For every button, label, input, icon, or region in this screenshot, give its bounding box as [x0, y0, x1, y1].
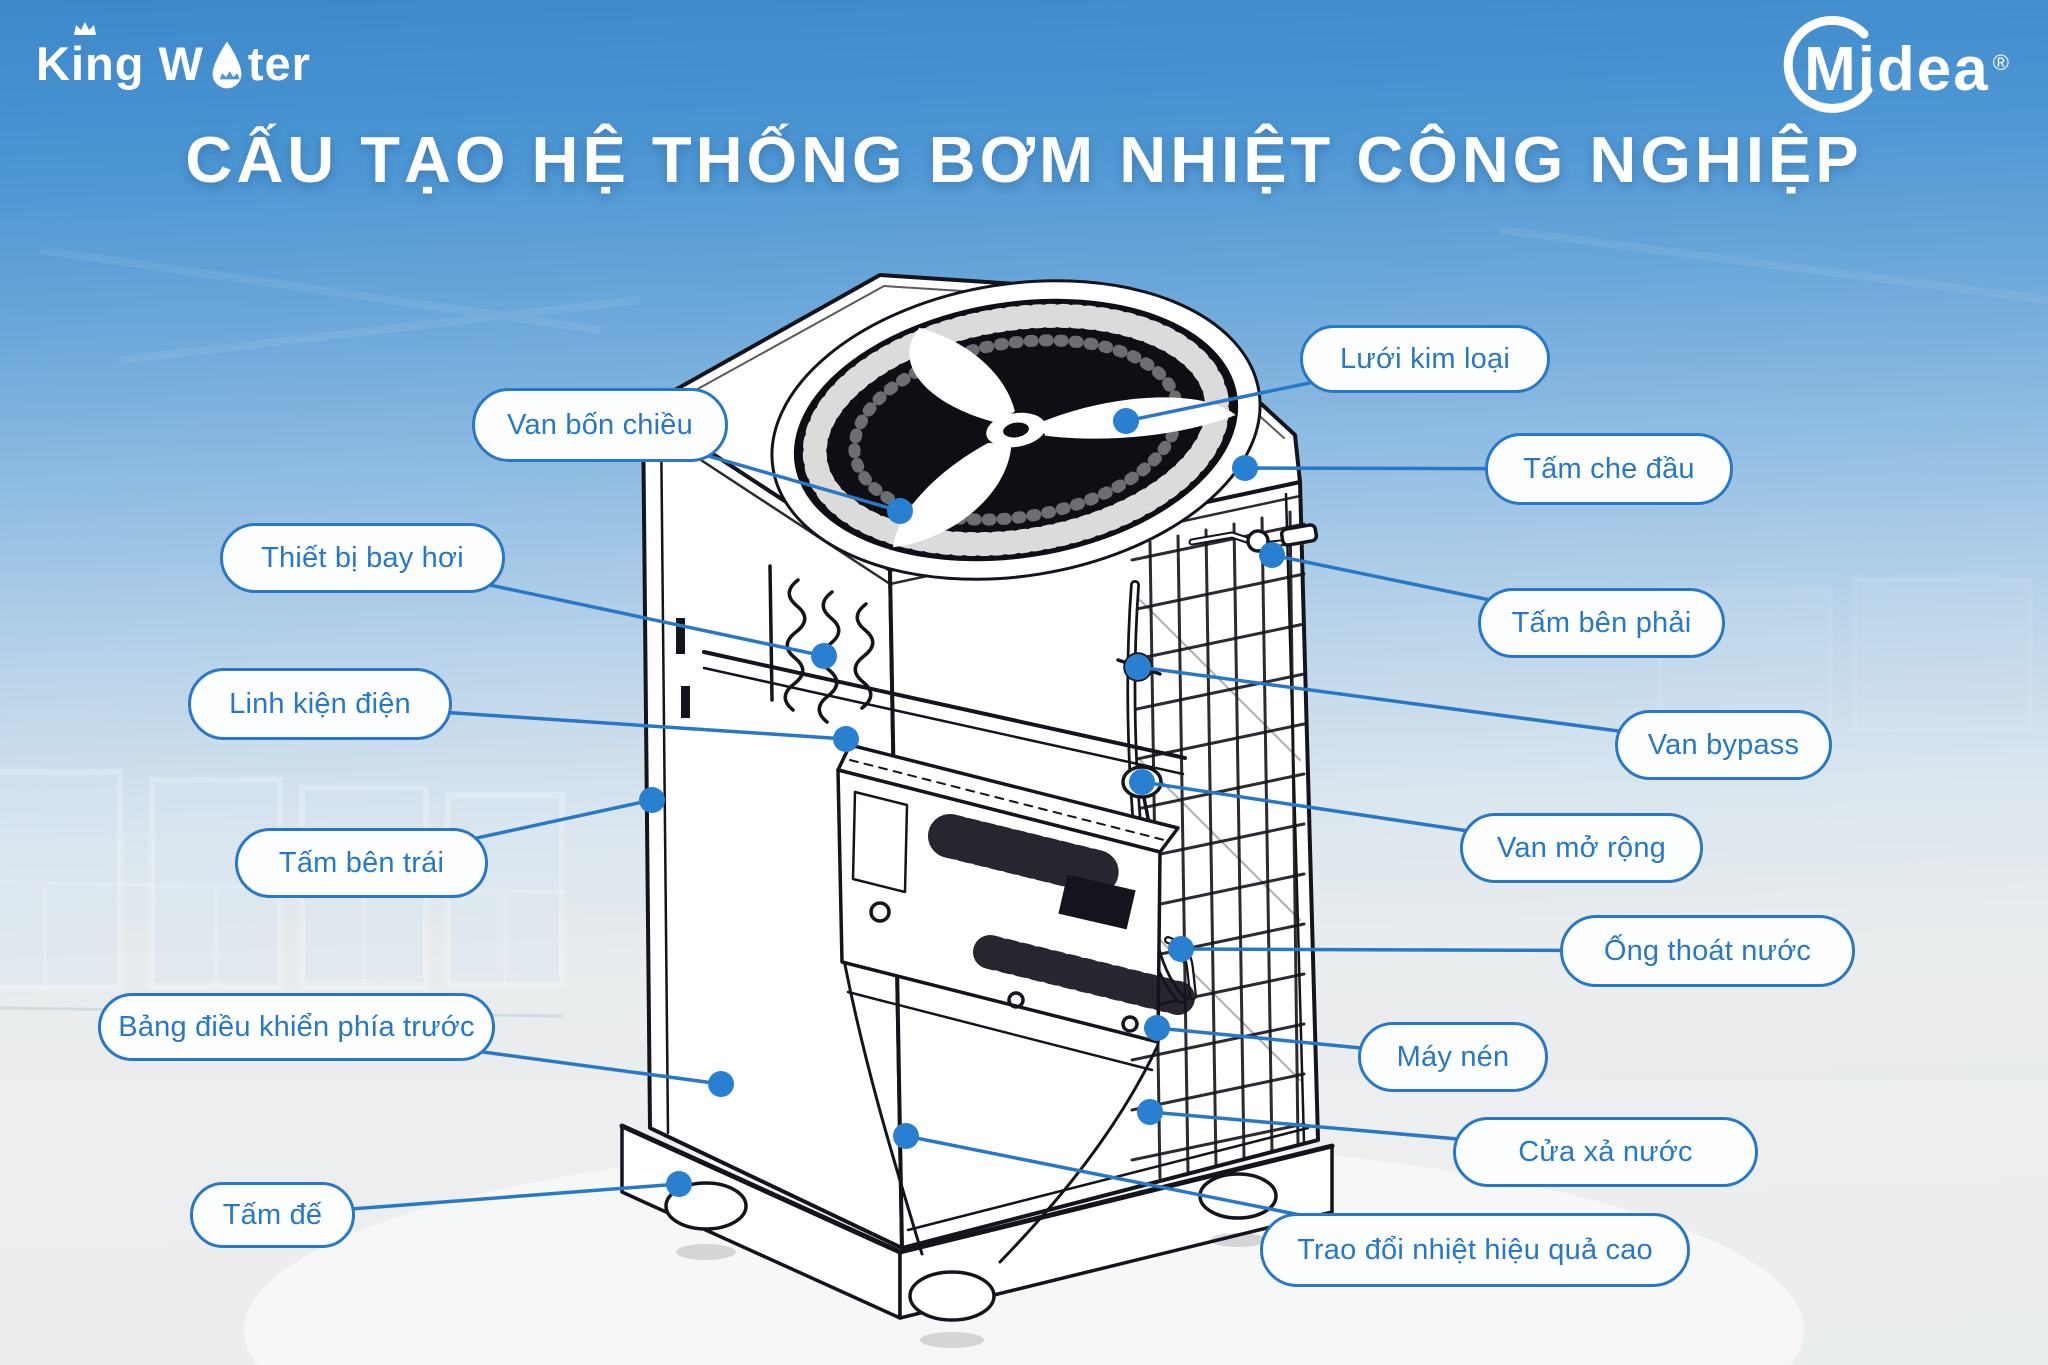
fan-grille: [770, 279, 1262, 581]
label-pill-cua-xa-nuoc: Cửa xả nước: [1453, 1117, 1758, 1187]
anchor-dot-thiet-bi-bay-hoi: [811, 643, 837, 669]
anchor-dot-ong-thoat-nuoc: [1168, 936, 1194, 962]
anchor-dot-may-nen: [1144, 1015, 1170, 1041]
anchor-dot-tam-che-dau: [1232, 455, 1258, 481]
anchor-dot-linh-kien-dien: [833, 726, 859, 752]
heat-pump-unit: [619, 273, 1335, 1348]
label-pill-tam-che-dau: Tấm che đầu: [1485, 433, 1733, 505]
king-water-text-ing-w: ing W: [70, 36, 204, 90]
midea-text: Midea: [1804, 35, 1990, 104]
anchor-dot-tam-ben-phai: [1259, 542, 1285, 568]
label-pill-thiet-bi-bay-hoi: Thiết bị bay hơi: [220, 523, 505, 593]
crown-icon: [73, 21, 96, 35]
anchor-dot-cua-xa-nuoc: [1137, 1099, 1163, 1125]
label-pill-bang-dieu-khien-phia-truoc: Bảng điều khiển phía trước: [98, 993, 495, 1061]
label-pill-van-bypass: Van bypass: [1615, 710, 1832, 780]
water-drop-icon: [212, 41, 242, 89]
anchor-dot-tam-de: [666, 1171, 692, 1197]
label-pill-van-bon-chieu: Van bốn chiều: [472, 388, 728, 462]
anchor-dot-van-mo-rong: [1129, 769, 1155, 795]
anchor-dot-bang-dieu-khien-phia-truoc: [708, 1071, 734, 1097]
label-pill-tam-de: Tấm đế: [190, 1182, 355, 1248]
king-water-text-k: K: [36, 36, 71, 90]
anchor-dot-van-bon-chieu: [887, 498, 913, 524]
king-water-text-ter: ter: [247, 36, 311, 90]
interior-cutaway: [702, 564, 1195, 1264]
anchor-dot-van-bypass: [1125, 654, 1151, 680]
label-pill-van-mo-rong: Van mở rộng: [1460, 813, 1703, 883]
label-pill-linh-kien-dien: Linh kiện điện: [188, 668, 452, 740]
registered-mark: ®: [1992, 49, 2009, 75]
anchor-dot-tam-ben-trai: [639, 787, 665, 813]
label-pill-trao-doi-nhiet-hieu-qua-cao: Trao đổi nhiệt hiệu quả cao: [1260, 1213, 1690, 1287]
label-pill-ong-thoat-nuoc: Ống thoát nước: [1560, 915, 1855, 987]
midea-swoosh-icon: [1783, 16, 1873, 113]
bypass-piping: [1188, 523, 1319, 553]
label-pill-luoi-kim-loai: Lưới kim loại: [1300, 325, 1550, 393]
label-pill-tam-ben-trai: Tấm bên trái: [235, 828, 488, 898]
anchor-dot-luoi-kim-loai: [1113, 408, 1139, 434]
page-title: CẤU TẠO HỆ THỐNG BƠM NHIỆT CÔNG NGHIỆP: [185, 123, 1863, 196]
midea-logo: Midea®: [1778, 16, 2009, 113]
anchor-dot-trao-doi-nhiet-hieu-qua-cao: [893, 1123, 919, 1149]
electric-control-box: [836, 743, 1195, 1072]
label-pill-tam-ben-phai: Tấm bên phải: [1478, 588, 1725, 658]
label-pill-may-nen: Máy nén: [1358, 1022, 1548, 1092]
base-frame: [619, 1123, 1335, 1348]
